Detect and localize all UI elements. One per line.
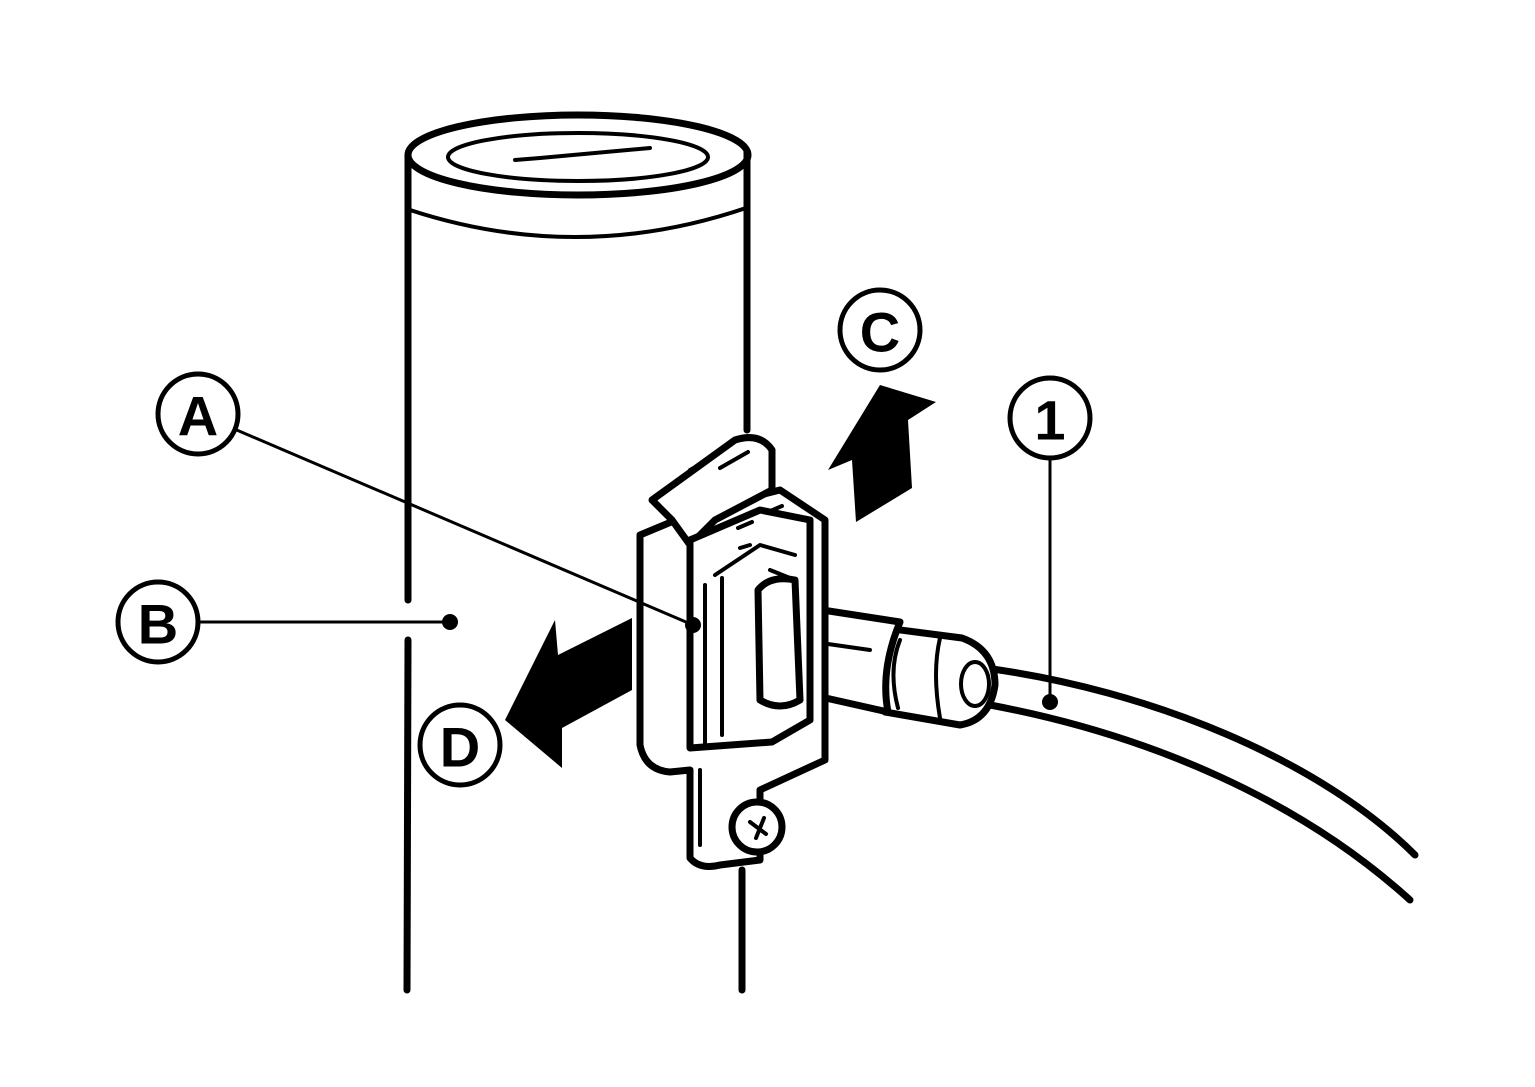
clip-top-hook	[648, 434, 776, 549]
cable-bottom-edge	[986, 701, 1414, 904]
label-a: A	[155, 371, 241, 457]
label-1-circle	[1007, 375, 1093, 461]
tube-left-edge-lower	[403, 636, 412, 994]
clip-slot-3	[738, 543, 752, 550]
label-1: 1	[1007, 375, 1093, 461]
label-b-text: B	[138, 593, 178, 656]
fork-tube	[403, 111, 752, 994]
connector-boot-ring-2	[934, 636, 942, 720]
label-a-circle	[155, 371, 241, 457]
label-d: D	[417, 702, 503, 788]
clip-screw-cross	[748, 816, 768, 840]
arrow-c-icon	[828, 385, 936, 522]
label-c-text: C	[860, 301, 900, 364]
tube-ring-band	[408, 206, 748, 239]
clip-slot-2	[766, 504, 784, 514]
clip-hook-detail-2	[718, 450, 750, 470]
label-1-text: 1	[1034, 389, 1065, 452]
label-d-circle	[417, 702, 503, 788]
label-b-circle	[115, 579, 201, 665]
clip-front-edge	[713, 543, 797, 577]
leader-a	[231, 426, 694, 627]
clip-hook-detail-1	[688, 456, 714, 472]
connector-boot-ring-1	[891, 638, 902, 710]
clip-slot-1	[736, 520, 754, 530]
tube-cap-inner-ellipse	[446, 131, 710, 183]
clip-opening-lip	[768, 568, 797, 612]
cable-connector	[786, 601, 999, 729]
arrow-d-icon	[505, 618, 632, 768]
speed-sensor-cable	[981, 664, 1419, 904]
point-1	[1042, 694, 1058, 710]
tube-cap-slot	[513, 146, 652, 162]
clip-opening	[754, 575, 804, 710]
label-d-text: D	[440, 716, 480, 779]
label-c-circle	[837, 287, 923, 373]
label-b: B	[115, 579, 201, 665]
connector-boot-end	[959, 660, 991, 708]
point-b	[442, 614, 458, 630]
label-a-text: A	[178, 385, 218, 448]
label-c: C	[837, 287, 923, 373]
cable-top-edge	[981, 664, 1419, 859]
sensor-clip	[636, 434, 829, 870]
tube-top-ellipse	[404, 111, 752, 199]
